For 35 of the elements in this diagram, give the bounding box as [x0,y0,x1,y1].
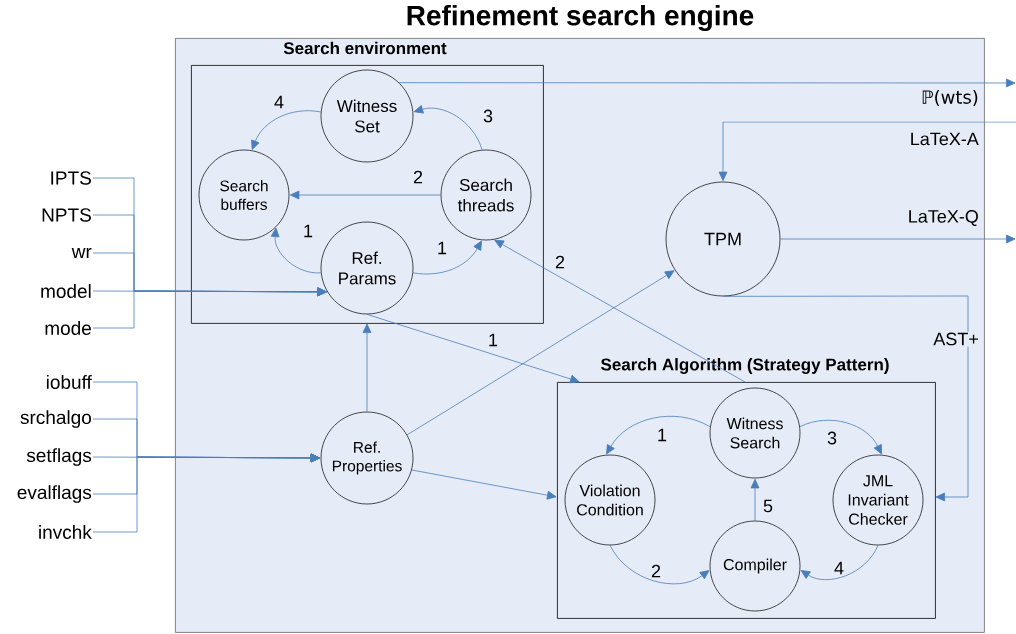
arrow [413,105,483,151]
input-label: mode [45,321,91,335]
arrow [606,415,711,455]
arrow [800,544,879,581]
arrow [722,295,969,502]
arrow [411,469,557,500]
input-label: wr [71,247,92,259]
arrow [406,270,675,436]
arrow [494,239,746,383]
input-label: srchalgo [20,410,91,428]
arrow [92,287,327,329]
arrow [750,478,760,522]
arrow [92,453,321,533]
arrow [251,110,322,150]
arrow [799,419,882,455]
arrow [779,234,1016,244]
input-label: model [41,284,91,298]
node-label: Refinement search engine [407,4,754,32]
arrow [362,323,372,413]
arrow [366,313,580,384]
node-label: Search Algorithm (Strategy Pattern) [600,358,889,374]
arrow [398,78,1016,88]
input-label: evalflags [17,485,92,503]
node-label: Search environment [283,41,447,55]
arrow [609,544,710,585]
input-label: IPTS [51,171,91,185]
arrow [718,121,1016,182]
input-label: invchk [39,525,92,539]
input-label: NPTS [42,208,91,222]
arrow [270,227,322,274]
input-label: setflags [26,448,92,466]
arrow [289,190,442,200]
arrow [412,240,482,275]
input-label: iobuff [46,375,92,389]
edge-label: LaTeX-Q [906,209,980,227]
